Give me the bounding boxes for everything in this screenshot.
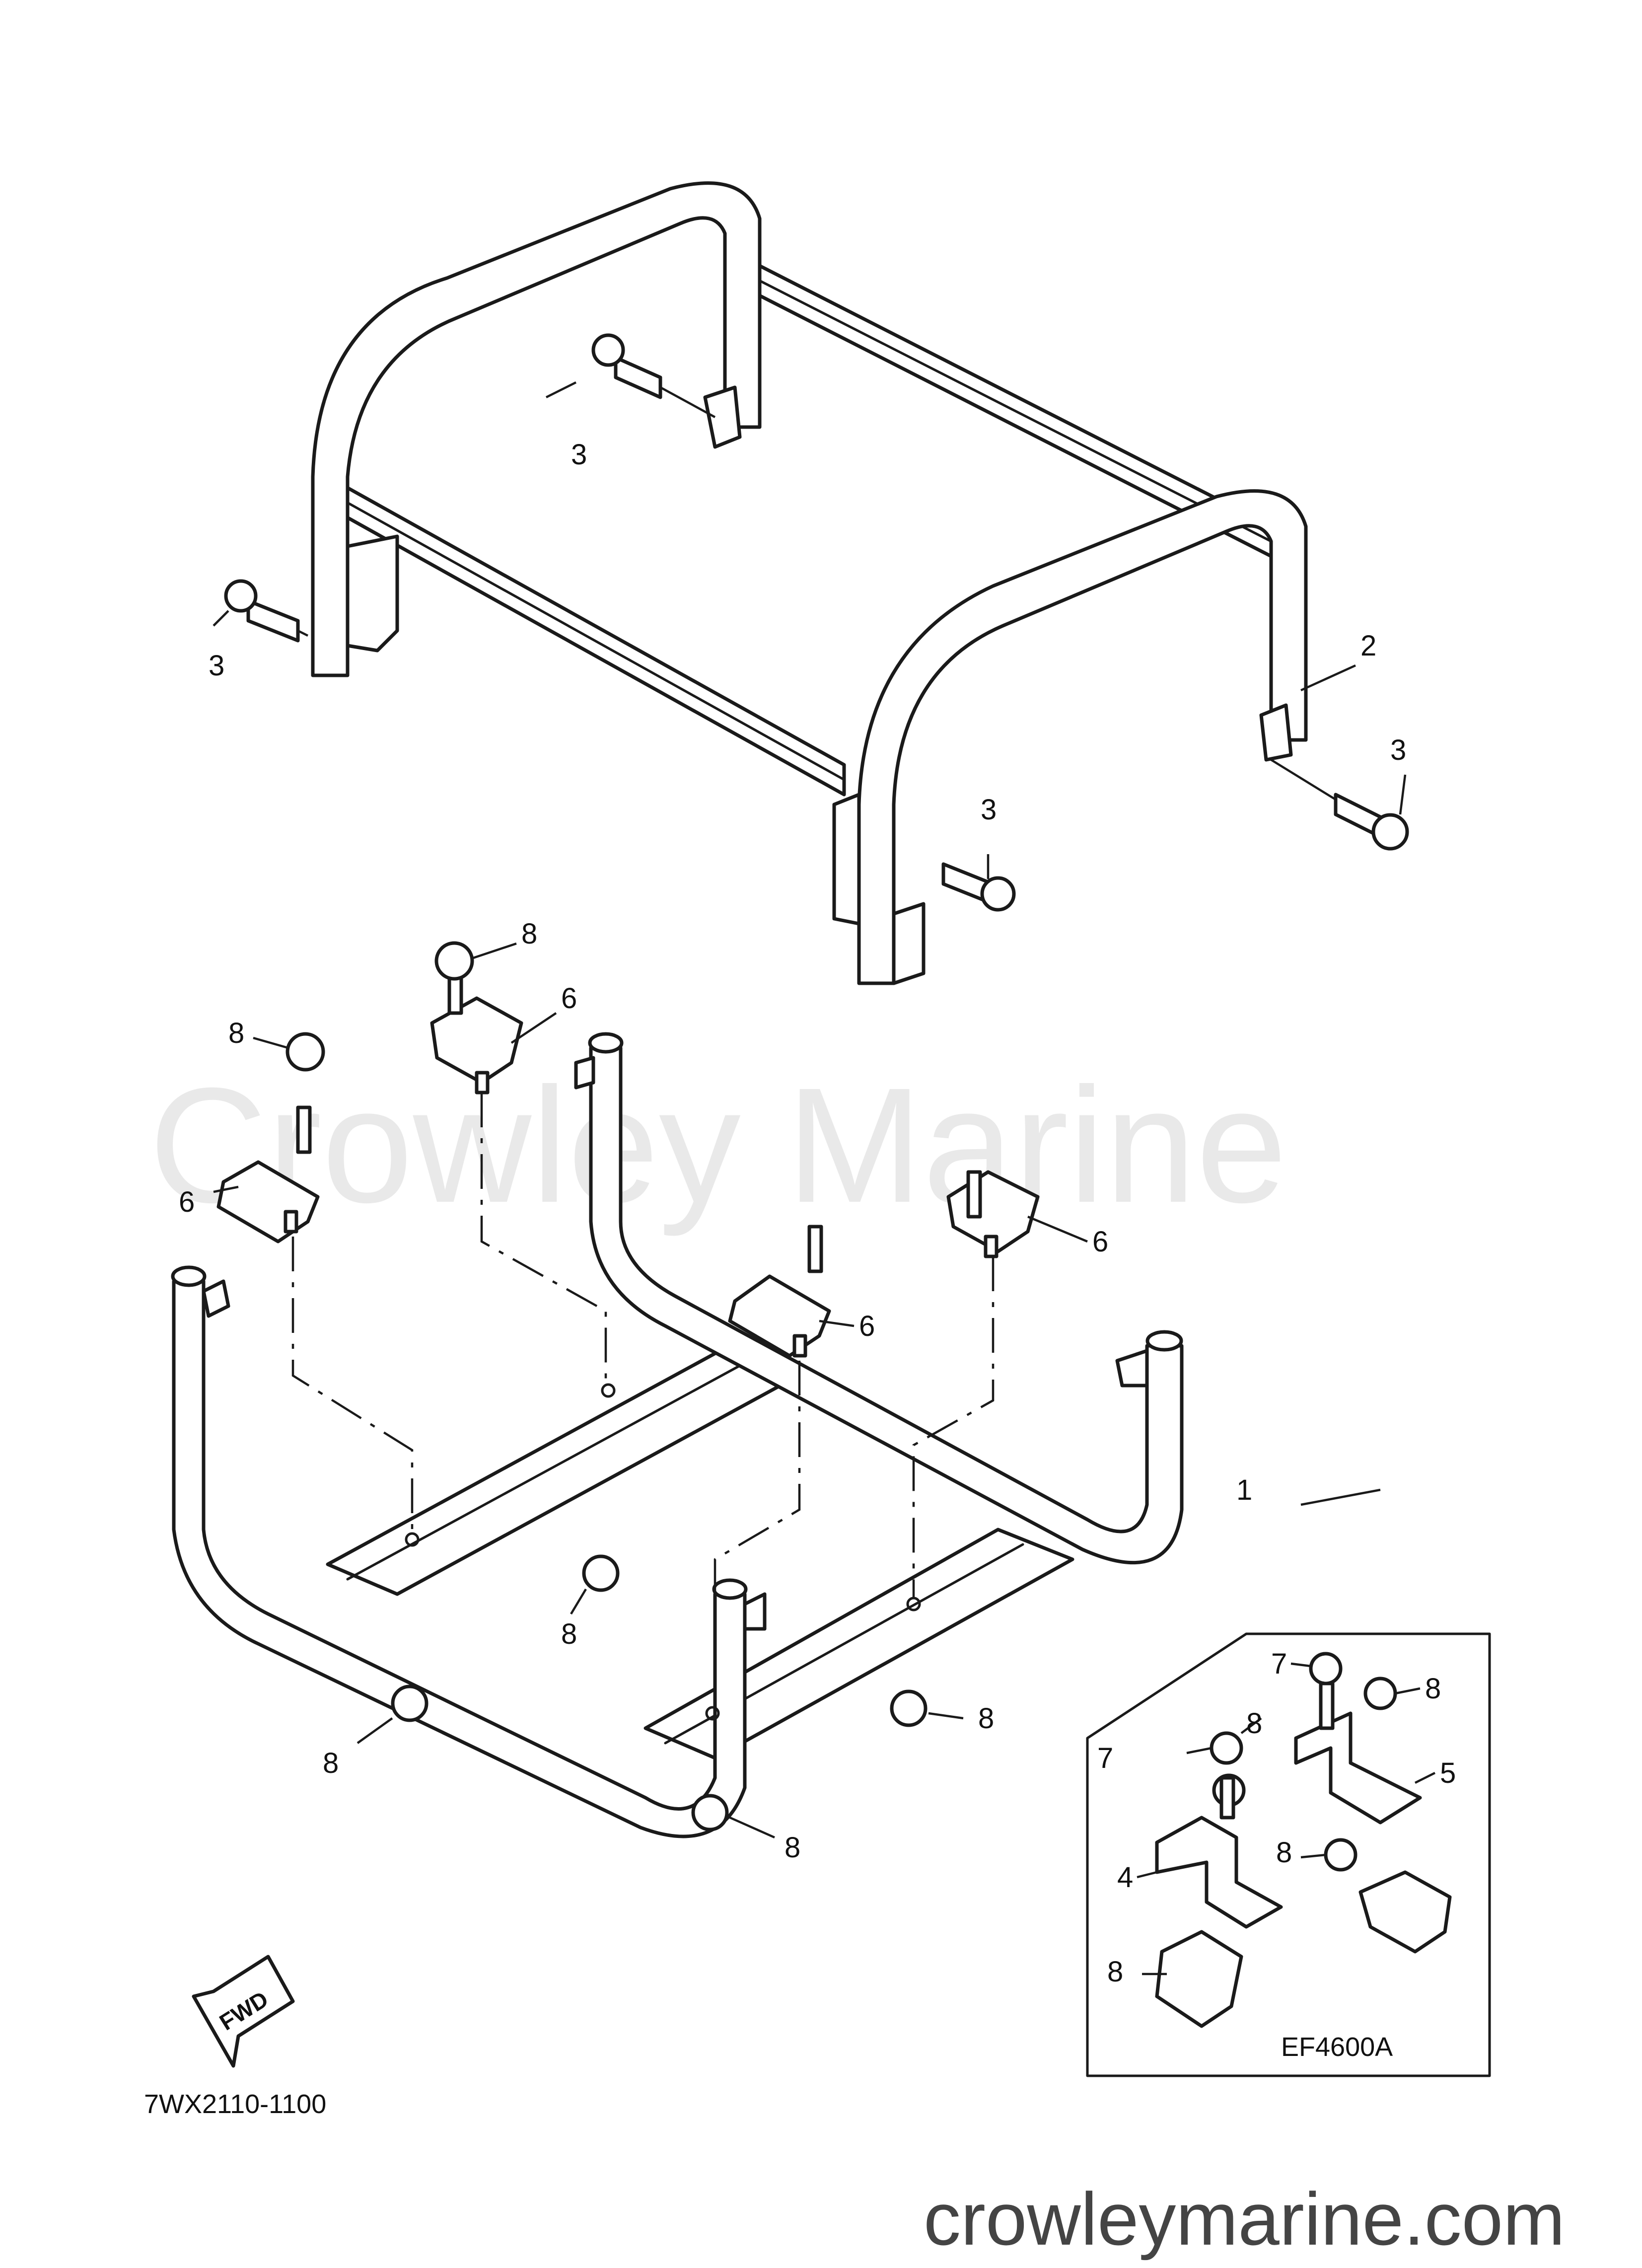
- callout-8-a: 8: [521, 918, 537, 950]
- callout-3-c: 3: [981, 794, 997, 826]
- diagram-code: 7WX2110-1100: [144, 2089, 326, 2119]
- mount-part-6-a: [216, 1105, 320, 1244]
- assembly-lines: [291, 1093, 995, 1708]
- footer-site[interactable]: crowleymarine.com: [924, 2177, 1565, 2261]
- bolt-part-3-a: [591, 333, 716, 418]
- callout-leaders: [213, 381, 1436, 1975]
- bolt-part-3-c: [941, 862, 1016, 912]
- callout-3-d: 3: [1390, 734, 1406, 766]
- upper-frame-part-2: [311, 181, 1308, 985]
- callout-8-h: 8: [1246, 1707, 1262, 1740]
- mount-part-6-c: [728, 1225, 831, 1358]
- lower-frame-part-1: [171, 1032, 1184, 1838]
- callout-8-b: 8: [228, 1017, 244, 1049]
- mount-part-6-d: [946, 1170, 1040, 1258]
- callout-6-a: 6: [561, 982, 577, 1015]
- callout-7-a: 7: [1271, 1648, 1287, 1680]
- callout-4: 4: [1117, 1861, 1133, 1894]
- inset-box-ef4600a: [1086, 1632, 1491, 2077]
- callout-7-b: 7: [1097, 1742, 1113, 1774]
- callout-8-j: 8: [1107, 1956, 1123, 1988]
- inset-model-label: EF4600A: [1281, 2032, 1393, 2062]
- callout-5: 5: [1440, 1757, 1456, 1789]
- nut-part-8-group: [286, 941, 928, 1831]
- callout-8-i: 8: [1276, 1836, 1292, 1869]
- callout-8-c: 8: [561, 1618, 577, 1650]
- callout-3-a: 3: [571, 439, 587, 471]
- callout-8-f: 8: [785, 1831, 800, 1864]
- callout-8-e: 8: [978, 1702, 994, 1735]
- bolt-part-3-b: [224, 579, 309, 643]
- callout-8-g: 8: [1425, 1673, 1441, 1705]
- watermark-text: Crowley Marine: [149, 1053, 1287, 1238]
- callout-6-d: 6: [1092, 1226, 1108, 1258]
- bolt-part-3-d: [1270, 759, 1409, 851]
- fwd-arrow-icon: FWD: [192, 1955, 295, 2068]
- callout-numbers: 1 2 3 3 3 3 4 5 6 6 6 6 7 7 8 8 8 8 8 8 …: [179, 439, 1456, 1988]
- callout-1: 1: [1236, 1474, 1252, 1506]
- callout-2: 2: [1360, 630, 1376, 662]
- callout-8-d: 8: [323, 1747, 339, 1779]
- callout-6-b: 6: [179, 1186, 195, 1218]
- callout-3-b: 3: [209, 650, 224, 682]
- callout-6-c: 6: [859, 1310, 875, 1342]
